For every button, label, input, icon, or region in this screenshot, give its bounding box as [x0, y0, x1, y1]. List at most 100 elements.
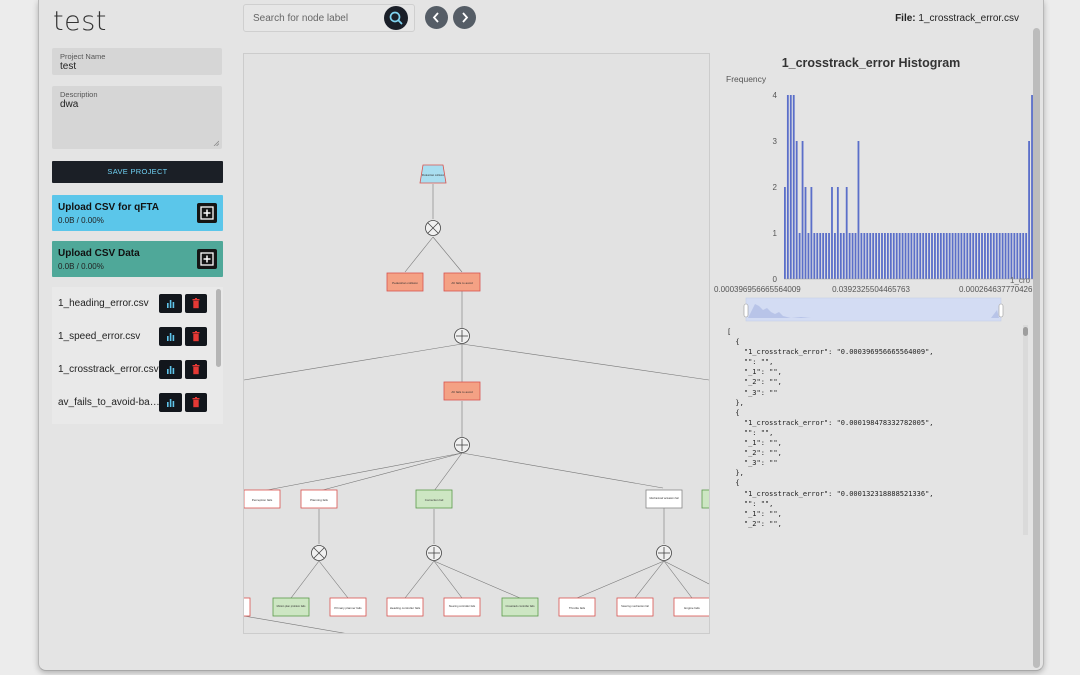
histogram-bar[interactable]	[995, 233, 998, 279]
save-project-button[interactable]: SAVE PROJECT	[52, 161, 223, 183]
histogram-bar[interactable]	[801, 141, 804, 279]
tree-node[interactable]	[616, 597, 654, 617]
histogram-bar[interactable]	[884, 233, 886, 279]
histogram-bar[interactable]	[936, 233, 939, 279]
range-handle-left[interactable]	[743, 303, 749, 318]
histogram-bar[interactable]	[845, 187, 848, 279]
histogram-bar[interactable]	[872, 233, 875, 279]
histogram-bar[interactable]	[1004, 233, 1007, 279]
histogram-bar[interactable]	[842, 233, 845, 279]
tree-node[interactable]	[443, 597, 481, 617]
tree-node[interactable]	[329, 597, 367, 617]
histogram-bar[interactable]	[810, 187, 813, 279]
histogram-bar[interactable]	[960, 233, 963, 279]
delete-file-button[interactable]	[185, 360, 207, 379]
upload-qfta-button[interactable]	[197, 203, 217, 223]
histogram-bar[interactable]	[981, 233, 983, 279]
next-button[interactable]	[453, 6, 476, 29]
histogram-bar[interactable]	[819, 233, 822, 279]
histogram-bar[interactable]	[922, 233, 925, 279]
histogram-bar[interactable]	[916, 233, 919, 279]
list-item[interactable]: av_fails_to_avoid-bas...	[52, 391, 223, 415]
histogram-bar[interactable]	[892, 233, 895, 279]
histogram-bar[interactable]	[910, 233, 913, 279]
delete-file-button[interactable]	[185, 294, 207, 313]
search-input[interactable]	[251, 9, 379, 28]
histogram-bar[interactable]	[807, 233, 810, 279]
histogram-bar[interactable]	[904, 233, 907, 279]
histogram-bar[interactable]	[822, 233, 825, 279]
histogram-bar[interactable]	[928, 233, 930, 279]
and-gate-icon[interactable]	[425, 220, 441, 236]
tree-node[interactable]	[272, 597, 310, 617]
json-scrollbar[interactable]	[1023, 325, 1028, 535]
histogram-bar[interactable]	[898, 233, 901, 279]
histogram-bar[interactable]	[1007, 233, 1010, 279]
histogram-bar[interactable]	[925, 233, 928, 279]
histogram-bar[interactable]	[854, 233, 857, 279]
page-scroll-thumb[interactable]	[1033, 28, 1040, 668]
histogram-bar[interactable]	[889, 233, 892, 279]
histogram-bar[interactable]	[934, 233, 936, 279]
histogram-bar[interactable]	[1025, 233, 1028, 279]
histogram-bar[interactable]	[984, 233, 986, 279]
histogram-bar[interactable]	[948, 233, 951, 279]
histogram-bar[interactable]	[851, 233, 854, 279]
tree-node[interactable]	[300, 489, 338, 509]
view-chart-button[interactable]	[159, 294, 182, 313]
tree-node[interactable]	[558, 597, 596, 617]
histogram-bar[interactable]	[875, 233, 878, 279]
tree-node[interactable]	[443, 272, 481, 292]
histogram-bar[interactable]	[907, 233, 910, 279]
histogram-bar[interactable]	[986, 233, 989, 279]
histogram-bar[interactable]	[998, 233, 1001, 279]
tree-node[interactable]	[501, 597, 539, 617]
and-gate-icon[interactable]	[311, 545, 327, 561]
histogram-bar[interactable]	[951, 233, 954, 279]
histogram-bar[interactable]	[895, 233, 898, 279]
histogram-bar[interactable]	[886, 233, 889, 279]
histogram-bar[interactable]	[1001, 233, 1004, 279]
histogram-bar[interactable]	[825, 233, 828, 279]
page-scrollbar[interactable]	[1033, 28, 1040, 670]
fault-tree-canvas[interactable]: Pedestrian collision Pedestrian collisio…	[243, 53, 710, 634]
histogram-bar[interactable]	[972, 233, 975, 279]
list-item[interactable]: 1_speed_error.csv	[52, 325, 223, 349]
or-gate-icon[interactable]	[454, 437, 470, 453]
upload-data-panel[interactable]: Upload CSV Data 0.0B / 0.00%	[52, 241, 223, 277]
histogram-bar[interactable]	[848, 233, 851, 279]
list-item[interactable]: 1_crosstrack_error.csv	[52, 358, 223, 382]
histogram-bar[interactable]	[839, 233, 842, 279]
histogram-bar[interactable]	[869, 233, 872, 279]
tree-node[interactable]	[415, 489, 453, 509]
histogram-bar[interactable]	[913, 233, 916, 279]
histogram-bar[interactable]	[784, 187, 786, 279]
histogram-bar[interactable]	[831, 187, 833, 279]
histogram-bar[interactable]	[963, 233, 966, 279]
histogram-bar[interactable]	[1013, 233, 1016, 279]
delete-file-button[interactable]	[185, 327, 207, 346]
histogram-bar[interactable]	[816, 233, 819, 279]
tree-node[interactable]	[443, 381, 481, 401]
or-gate-icon[interactable]	[426, 545, 442, 561]
histogram-bar[interactable]	[857, 141, 860, 279]
histogram-bar[interactable]	[1019, 233, 1022, 279]
resize-handle-icon[interactable]	[213, 140, 219, 146]
tree-node[interactable]	[244, 489, 281, 509]
tree-node[interactable]	[386, 597, 424, 617]
range-handle-right[interactable]	[998, 303, 1004, 318]
histogram-bar[interactable]	[975, 233, 978, 279]
description-field[interactable]: Description dwa	[52, 86, 222, 149]
or-gate-icon[interactable]	[656, 545, 672, 561]
histogram-bar[interactable]	[789, 95, 792, 279]
histogram-bar[interactable]	[942, 233, 945, 279]
upload-qfta-panel[interactable]: Upload CSV for qFTA 0.0B / 0.00%	[52, 195, 223, 231]
histogram-bar[interactable]	[1031, 95, 1033, 279]
histogram-bar[interactable]	[828, 233, 830, 279]
histogram-bar[interactable]	[992, 233, 995, 279]
project-name-field[interactable]: Project Name test	[52, 48, 222, 75]
histogram-bar[interactable]	[978, 233, 980, 279]
histogram-bar[interactable]	[1022, 233, 1025, 279]
histogram-bar[interactable]	[954, 233, 957, 279]
histogram-bar[interactable]	[795, 141, 798, 279]
